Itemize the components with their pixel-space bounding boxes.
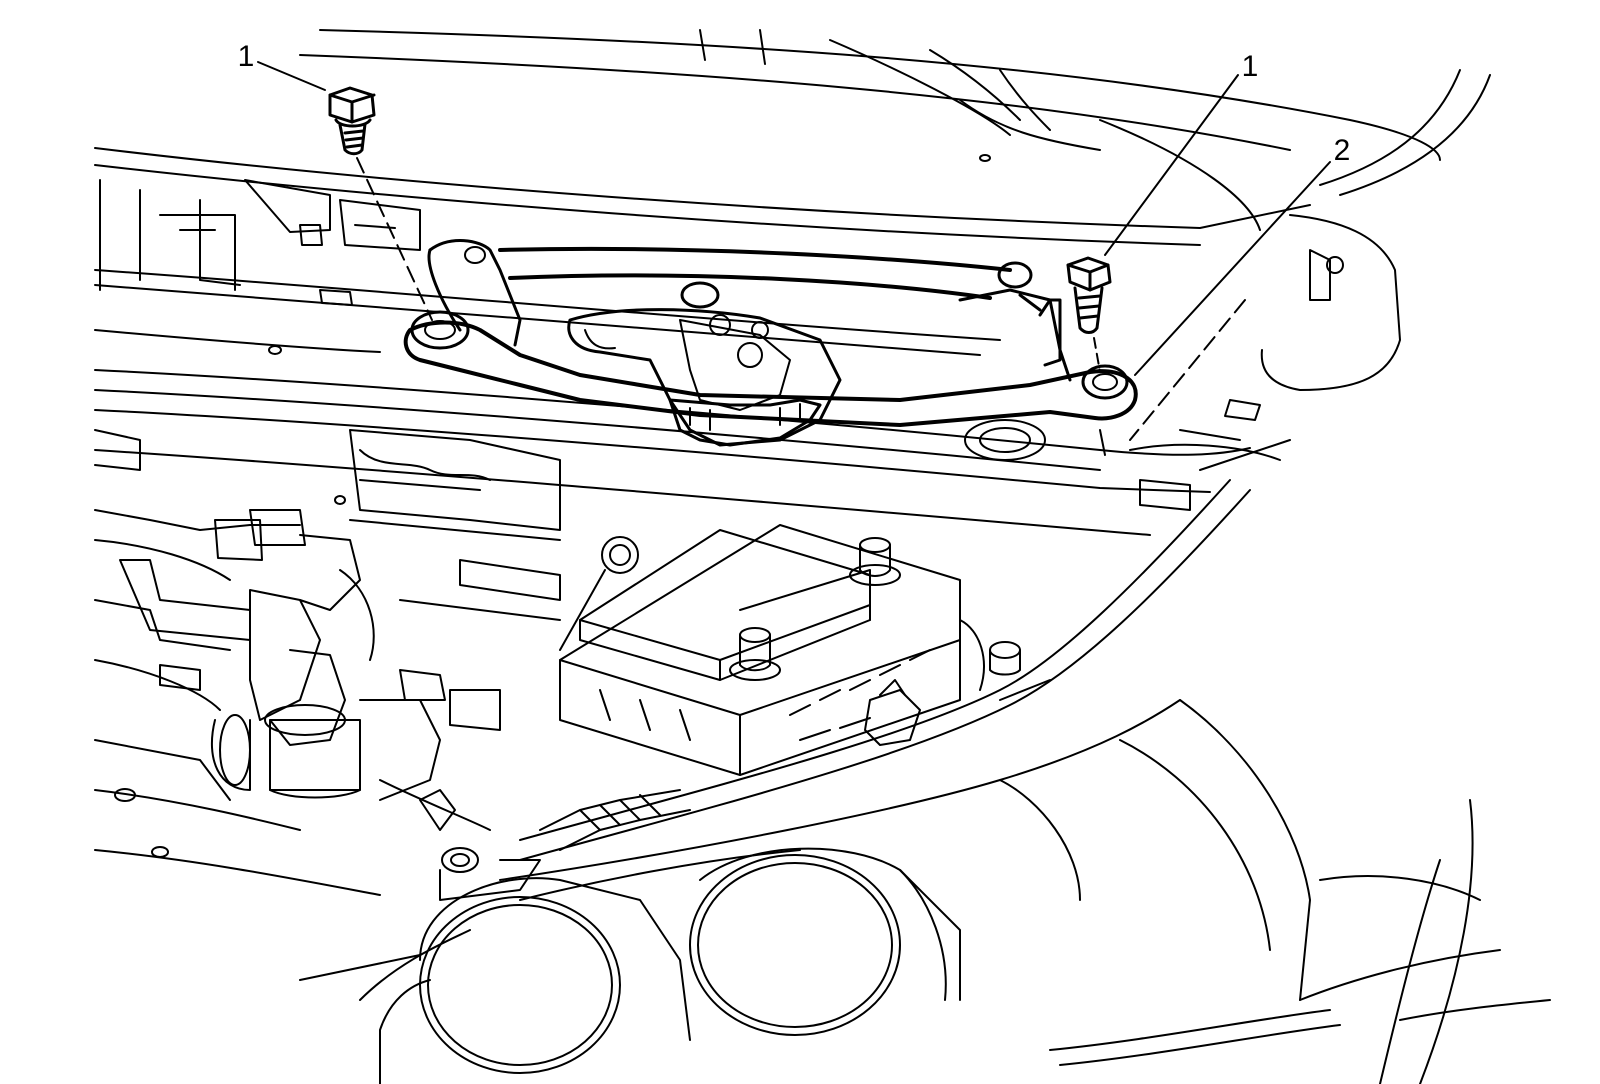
battery [559, 524, 1021, 776]
dash-line-left [356, 157, 433, 321]
headlamp-assembly [299, 699, 1551, 1084]
dash-line-right [1093, 337, 1101, 373]
leader-bolt-right [1104, 74, 1239, 256]
hood [299, 29, 1491, 231]
bolt-left [328, 86, 376, 156]
callout-labels: 1 1 2 [238, 40, 1351, 167]
callout-bolt-right: 1 [1242, 50, 1259, 83]
engine-components [94, 429, 639, 901]
bolt-right [1066, 256, 1112, 334]
wiper-transmission-module [403, 239, 1138, 456]
callout-leaders [257, 61, 1331, 441]
cowl-panel [94, 147, 1401, 536]
leader-bolt-left [257, 61, 326, 91]
leader-module [1134, 161, 1331, 376]
dash-line-module [1129, 299, 1246, 441]
callout-bolt-left: 1 [238, 40, 255, 73]
callout-wiper-module: 2 [1334, 134, 1351, 167]
fender-harness [519, 439, 1291, 861]
